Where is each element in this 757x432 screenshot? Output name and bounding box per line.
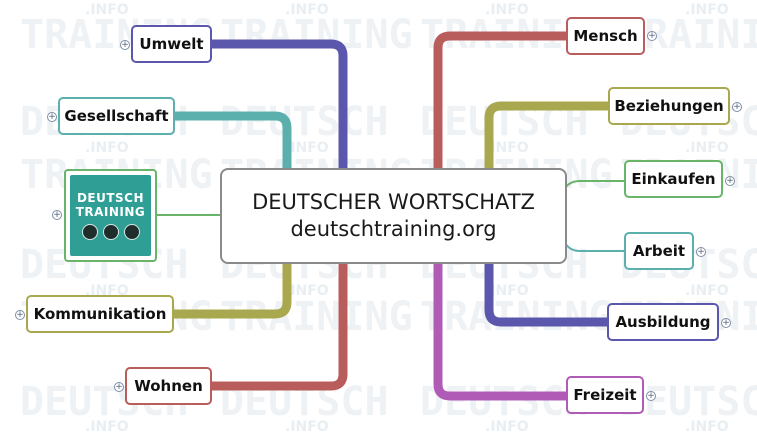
topic-beziehungen-label: Beziehungen — [614, 97, 724, 115]
topic-arbeit-label: Arbeit — [632, 242, 686, 260]
topic-gesellschaft[interactable]: Gesellschaft — [58, 97, 175, 135]
branch-ausbildung — [484, 257, 612, 327]
branch-mensch — [433, 31, 571, 175]
topic-wohnen[interactable]: Wohnen — [125, 367, 212, 405]
expand-einkaufen-icon[interactable]: + — [725, 176, 735, 186]
logo-text-line1: DEUTSCH — [76, 191, 145, 205]
logo-node[interactable]: DEUTSCH TRAINING — [64, 169, 157, 262]
topic-kommunikation-label: Kommunikation — [33, 305, 167, 323]
watermark-tile-15: DEUTSCH .INFO — [420, 379, 589, 432]
topic-gesellschaft-label: Gesellschaft — [64, 107, 169, 125]
topic-mensch[interactable]: Mensch — [566, 17, 645, 55]
topic-einkaufen-label: Einkaufen — [631, 170, 716, 188]
watermark-info: .INFO — [685, 283, 729, 299]
watermark-info: .INFO — [685, 2, 729, 18]
expand-mensch-icon[interactable]: + — [647, 31, 657, 41]
branch-arbeit — [564, 242, 624, 252]
deutschtraining-logo: DEUTSCH TRAINING — [70, 175, 151, 256]
watermark-info: .INFO — [485, 419, 529, 432]
watermark-info: .INFO — [285, 283, 329, 299]
watermark-info: .INFO — [485, 283, 529, 299]
watermark-tile-2: .INFO TRAINING — [220, 2, 413, 58]
topic-arbeit[interactable]: Arbeit — [624, 232, 694, 270]
watermark-info: .INFO — [685, 140, 729, 156]
people-icon — [123, 224, 140, 240]
branch-beziehungen — [484, 101, 613, 175]
topic-freizeit[interactable]: Freizeit — [566, 376, 644, 414]
topic-beziehungen[interactable]: Beziehungen — [608, 87, 730, 125]
central-topic-title: DEUTSCHER WORTSCHATZ — [252, 190, 535, 214]
branch-einkaufen — [564, 180, 624, 189]
branch-kommunikation — [168, 257, 292, 319]
topic-kommunikation[interactable]: Kommunikation — [26, 295, 174, 333]
watermark-training: TRAINING — [420, 294, 613, 340]
watermark-info: .INFO — [85, 2, 129, 18]
expand-kommunikation-icon[interactable]: + — [15, 310, 25, 320]
branch-wohnen — [207, 257, 348, 391]
chart-icon — [102, 224, 119, 240]
watermark-info: .INFO — [685, 419, 729, 432]
watermark-info: .INFO — [285, 2, 329, 18]
topic-ausbildung[interactable]: Ausbildung — [607, 303, 719, 341]
topic-umwelt[interactable]: Umwelt — [131, 25, 212, 63]
central-topic-subtitle: deutschtraining.org — [290, 217, 497, 241]
expand-ausbildung-icon[interactable]: + — [721, 318, 731, 328]
topic-ausbildung-label: Ausbildung — [615, 313, 711, 331]
watermark-info: .INFO — [485, 2, 529, 18]
topic-freizeit-label: Freizeit — [573, 386, 637, 404]
topic-umwelt-label: Umwelt — [139, 35, 204, 53]
watermark-info: .INFO — [485, 140, 529, 156]
expand-beziehungen-icon[interactable]: + — [732, 102, 742, 112]
logo-text-line2: TRAINING — [75, 205, 146, 219]
watermark-info: .INFO — [85, 140, 129, 156]
expand-gesellschaft-icon[interactable]: + — [47, 112, 57, 122]
watermark-training: TRAINING — [220, 12, 413, 58]
expand-logo-icon[interactable]: + — [52, 210, 62, 220]
central-topic[interactable]: DEUTSCHER WORTSCHATZ deutschtraining.org — [220, 168, 567, 264]
topic-wohnen-label: Wohnen — [134, 377, 203, 395]
watermark-info: .INFO — [285, 419, 329, 432]
watermark-deutsch: DEUTSCH — [220, 99, 389, 145]
watermark-info: .INFO — [85, 419, 129, 432]
book-icon — [81, 224, 98, 240]
topic-mensch-label: Mensch — [573, 27, 638, 45]
expand-umwelt-icon[interactable]: + — [120, 40, 130, 50]
logo-icons — [81, 224, 140, 240]
expand-wohnen-icon[interactable]: + — [114, 382, 124, 392]
expand-arbeit-icon[interactable]: + — [696, 247, 706, 257]
branch-freizeit — [433, 257, 571, 401]
branch-gesellschaft — [170, 111, 292, 175]
topic-einkaufen[interactable]: Einkaufen — [624, 160, 723, 198]
branch-umwelt — [207, 39, 348, 175]
watermark-info: .INFO — [285, 140, 329, 156]
expand-freizeit-icon[interactable]: + — [646, 391, 656, 401]
watermark-deutsch: DEUTSCH — [420, 379, 589, 425]
